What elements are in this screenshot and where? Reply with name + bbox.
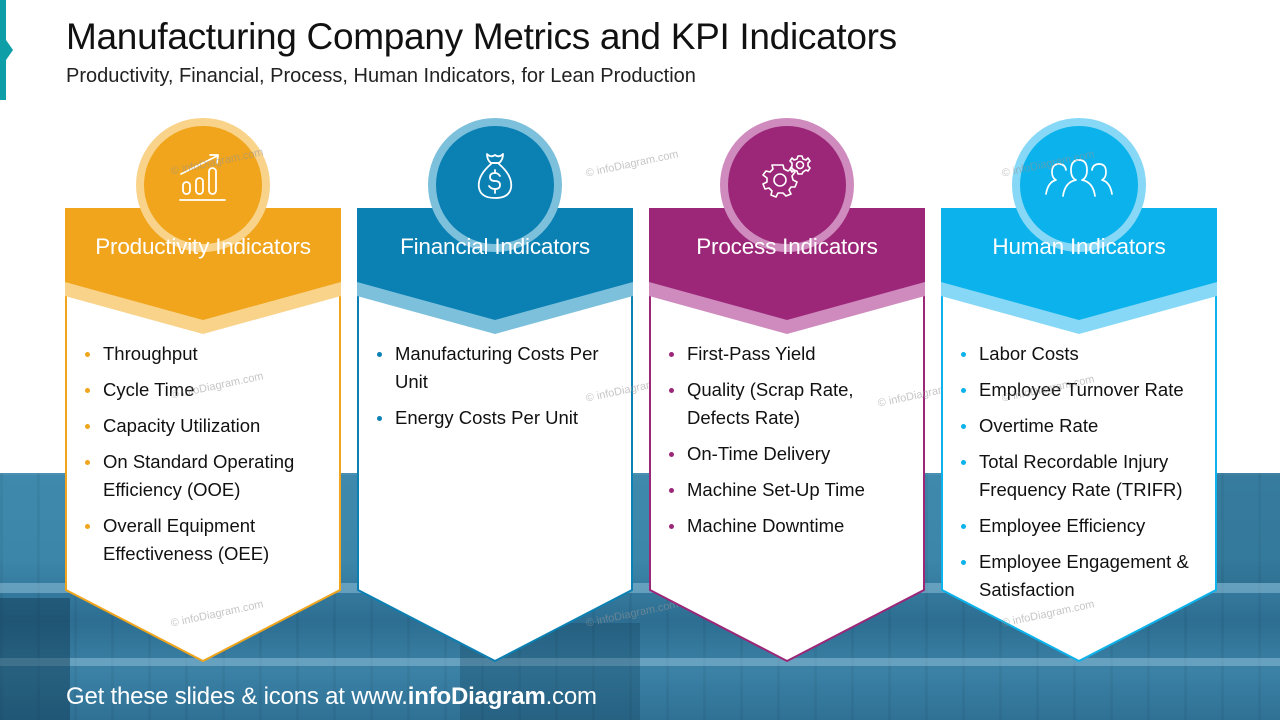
indicator-list: Manufacturing Costs Per Unit Energy Cost… xyxy=(377,340,617,440)
bullet-icon xyxy=(85,424,90,429)
list-item: Labor Costs xyxy=(961,340,1201,368)
bullet-icon xyxy=(85,388,90,393)
indicator-list: Throughput Cycle Time Capacity Utilizati… xyxy=(85,340,325,576)
card-title: Human Indicators xyxy=(992,234,1166,259)
list-item: Employee Engagement & Satisfaction xyxy=(961,548,1201,604)
bullet-icon xyxy=(377,416,382,421)
money-bag-icon xyxy=(477,153,513,199)
card-title: Financial Indicators xyxy=(400,234,590,259)
list-item: Overtime Rate xyxy=(961,412,1201,440)
icon-circle xyxy=(720,118,854,252)
indicator-list: Labor Costs Employee Turnover Rate Overt… xyxy=(961,340,1201,612)
bullet-icon xyxy=(669,488,674,493)
list-item: Capacity Utilization xyxy=(85,412,325,440)
gears-icon xyxy=(762,155,811,198)
card-frame xyxy=(941,208,1217,663)
bullet-icon xyxy=(961,352,966,357)
list-item: Manufacturing Costs Per Unit xyxy=(377,340,617,396)
list-item: First-Pass Yield xyxy=(669,340,909,368)
bullet-icon xyxy=(669,524,674,529)
bullet-icon xyxy=(85,524,90,529)
page-title: Manufacturing Company Metrics and KPI In… xyxy=(66,16,897,57)
card-title: Process Indicators xyxy=(696,234,878,259)
bg-shelf xyxy=(0,658,1280,666)
card-frame xyxy=(357,208,633,663)
bullet-icon xyxy=(961,560,966,565)
footer-brand-link[interactable]: infoDiagram xyxy=(407,683,546,710)
bullet-icon xyxy=(961,524,966,529)
list-item: Employee Efficiency xyxy=(961,512,1201,540)
page-subtitle: Productivity, Financial, Process, Human … xyxy=(66,65,696,87)
bullet-icon xyxy=(85,352,90,357)
bullet-icon xyxy=(377,352,382,357)
list-item: Quality (Scrap Rate, Defects Rate) xyxy=(669,376,909,432)
card-financial: Financial Indicators Manufacturing Costs… xyxy=(357,118,680,663)
icon-circle xyxy=(428,118,562,252)
list-item: Overall Equipment Effectiveness (OEE) xyxy=(85,512,325,568)
list-item: Machine Downtime xyxy=(669,512,909,540)
bullet-icon xyxy=(669,452,674,457)
list-item: On-Time Delivery xyxy=(669,440,909,468)
bullet-icon xyxy=(85,460,90,465)
bullet-icon xyxy=(669,388,674,393)
bg-shadow xyxy=(0,598,70,720)
growth-chart-icon xyxy=(179,154,226,201)
bg-shelf xyxy=(0,583,1280,593)
list-item: Machine Set-Up Time xyxy=(669,476,909,504)
list-item: Total Recordable Injury Frequency Rate (… xyxy=(961,448,1201,504)
list-item: On Standard Operating Efficiency (OOE) xyxy=(85,448,325,504)
list-item: Employee Turnover Rate xyxy=(961,376,1201,404)
list-item: Cycle Time xyxy=(85,376,325,404)
list-item: Throughput xyxy=(85,340,325,368)
bullet-icon xyxy=(961,460,966,465)
card-productivity: Productivity Indicators Throughput Cycle… xyxy=(65,118,341,663)
card-title: Productivity Indicators xyxy=(95,234,311,259)
footer-promo: Get these slides & icons at www.infoDiag… xyxy=(66,683,597,710)
accent-bar xyxy=(0,0,6,100)
card-frame xyxy=(649,208,925,663)
indicator-list: First-Pass Yield Quality (Scrap Rate, De… xyxy=(669,340,909,548)
accent-notch xyxy=(6,40,13,60)
icon-circle xyxy=(1012,118,1146,252)
list-item: Energy Costs Per Unit xyxy=(377,404,617,432)
bullet-icon xyxy=(961,424,966,429)
people-group-icon xyxy=(1045,159,1113,197)
bullet-icon xyxy=(961,388,966,393)
bullet-icon xyxy=(669,352,674,357)
card-process: Process Indicators First-Pass Yield Qual… xyxy=(649,118,972,663)
card-frame xyxy=(65,208,341,663)
card-human: Human Indicators Labor Costs Employee Tu… xyxy=(941,118,1217,663)
icon-circle xyxy=(136,118,270,252)
